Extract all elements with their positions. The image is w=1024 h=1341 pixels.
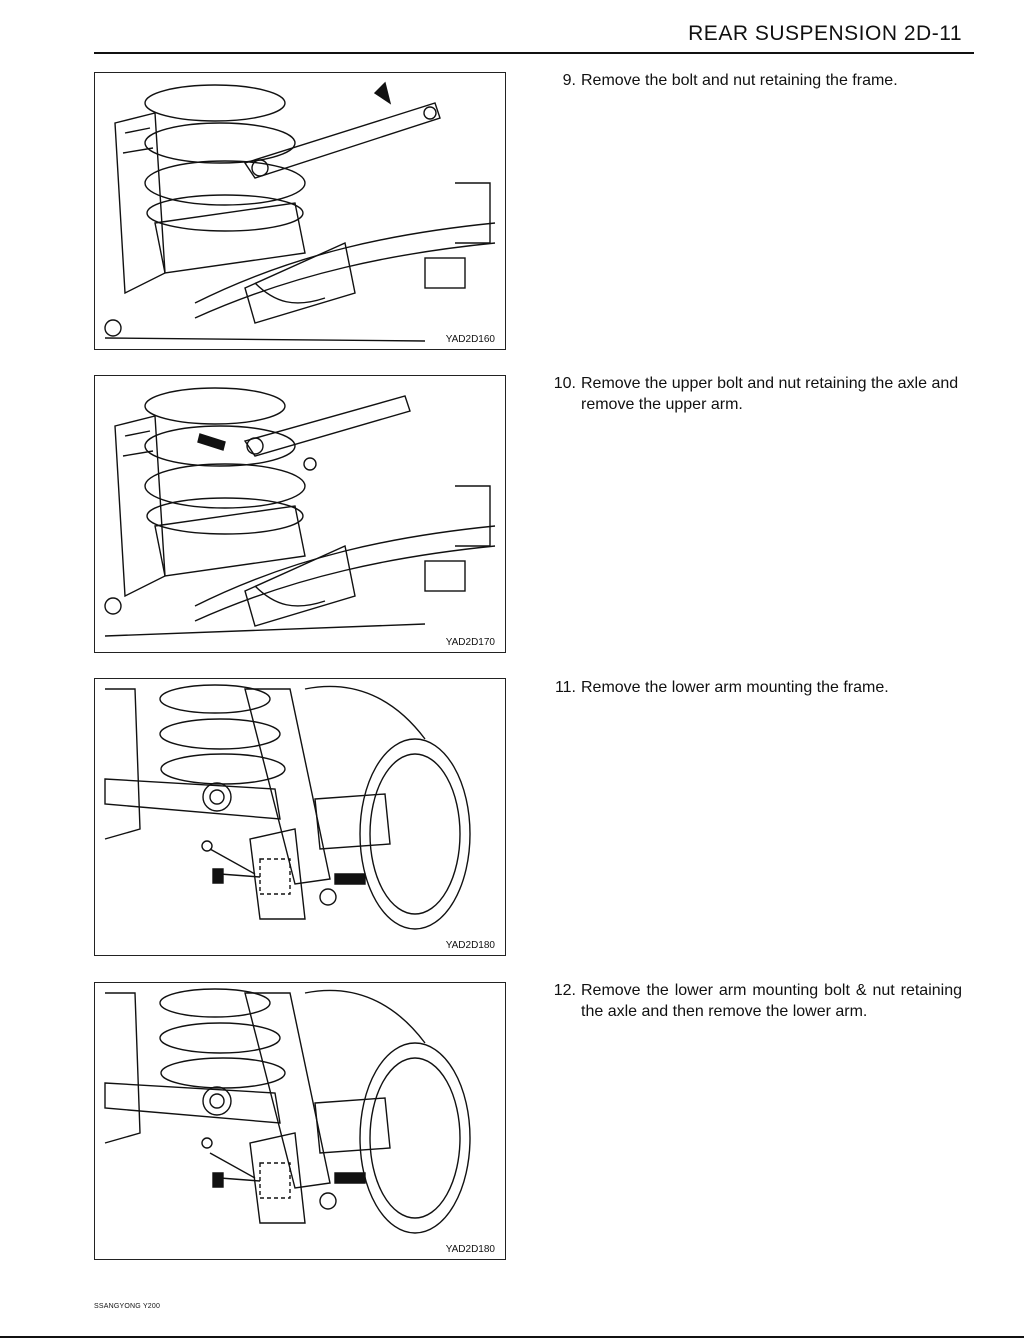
step-number: 10. [553, 375, 576, 392]
step-text: Remove the upper bolt and nut retaining … [581, 375, 959, 413]
figure-code: YAD2D170 [445, 637, 495, 648]
step-number: 12. [553, 982, 576, 999]
step-12: 12. Remove the lower arm mounting bolt &… [546, 980, 962, 1022]
header-divider [94, 52, 974, 54]
lower-arm-axle-diagram [104, 988, 471, 1234]
figure-code: YAD2D180 [445, 1244, 495, 1255]
step-number: 9. [562, 72, 576, 89]
figure-code: YAD2D160 [445, 334, 495, 345]
illustration-upper-arm-axle-bolt: YAD2D170 [94, 375, 506, 653]
step-text: Remove the lower arm mounting the frame. [581, 679, 889, 696]
illustration-upper-arm-frame-bolt: YAD2D160 [94, 72, 506, 350]
step-9: 9. Remove the bolt and nut retaining the… [546, 70, 962, 91]
footer-label: SSANGYONG Y200 [94, 1303, 161, 1310]
step-text: Remove the lower arm mounting bolt & nut… [581, 982, 962, 1020]
upper-arm-axle-diagram [104, 387, 496, 637]
step-text: Remove the bolt and nut retaining the fr… [581, 72, 898, 89]
illustration-lower-arm-frame: YAD2D180 [94, 678, 506, 956]
figure-code: YAD2D180 [445, 940, 495, 951]
illustration-lower-arm-axle: YAD2D180 [94, 982, 506, 1260]
footer-divider [0, 1336, 1024, 1338]
lower-arm-frame-diagram [104, 684, 471, 930]
step-10: 10. Remove the upper bolt and nut retain… [546, 373, 962, 415]
step-11: 11. Remove the lower arm mounting the fr… [546, 677, 962, 698]
step-number: 11. [554, 679, 576, 696]
upper-arm-frame-diagram [104, 81, 496, 342]
page-title: REAR SUSPENSION 2D-11 [688, 22, 962, 45]
